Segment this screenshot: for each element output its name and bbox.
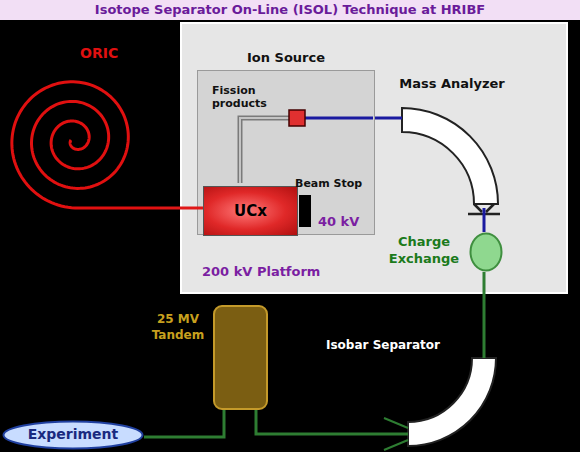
node-label: Ion Source <box>198 50 374 65</box>
charge-exchange-cell: Charge Exchange <box>469 232 503 272</box>
ionizer-cell <box>289 110 305 126</box>
beam-line <box>375 117 402 120</box>
isobar-separator-magnet: Isobar Separator <box>408 358 496 446</box>
node-label: Isobar Separator <box>326 338 440 352</box>
platform-panel: 200 kV PlatformIon Source40 kVUCxBeam St… <box>180 22 568 294</box>
node-outline <box>402 98 502 208</box>
voltage-label: 40 kV <box>318 214 359 229</box>
node-outline <box>469 232 503 272</box>
cyclotron-spiral <box>12 82 160 208</box>
node-outline <box>408 358 496 446</box>
node-outline <box>5 45 160 220</box>
transfer-tube <box>240 118 289 183</box>
node-label: 25 MV Tandem <box>145 311 211 343</box>
diagram-title: Isotope Separator On-Line (ISOL) Techniq… <box>0 0 580 20</box>
node-label: Mass Analyzer <box>399 76 505 91</box>
node-label: Charge Exchange <box>383 233 465 267</box>
node-label: 200 kV Platform <box>202 264 320 279</box>
node-label: ORIC <box>80 45 118 61</box>
beam-line <box>483 208 486 232</box>
beam-line <box>483 272 486 358</box>
beam-line <box>256 410 408 434</box>
title-band: Isotope Separator On-Line (ISOL) Techniq… <box>0 0 580 20</box>
mass-analyzer-magnet: Mass Analyzer <box>402 98 502 208</box>
target-box: UCx <box>203 186 298 236</box>
beam-fan <box>384 418 408 450</box>
node-label: Experiment <box>2 426 144 442</box>
part-label: Fission products <box>212 84 282 110</box>
ion-beam-line <box>305 117 373 120</box>
dipole-magnet <box>402 108 498 204</box>
beam-line <box>160 207 203 210</box>
node-label: UCx <box>204 202 297 220</box>
tandem-accelerator: 25 MV Tandem <box>213 305 268 410</box>
slit-symbol <box>468 204 500 214</box>
cyclotron-node: ORIC <box>5 45 160 220</box>
dipole-magnet <box>408 358 496 446</box>
node-label: Beam Stop <box>295 177 362 190</box>
experiment-ellipse: Experiment <box>2 420 144 450</box>
ellipse-outline <box>471 234 502 271</box>
beam-line <box>144 410 224 437</box>
beam-stop-bar: Beam Stop <box>299 195 311 227</box>
transfer-tube-core <box>240 118 289 183</box>
